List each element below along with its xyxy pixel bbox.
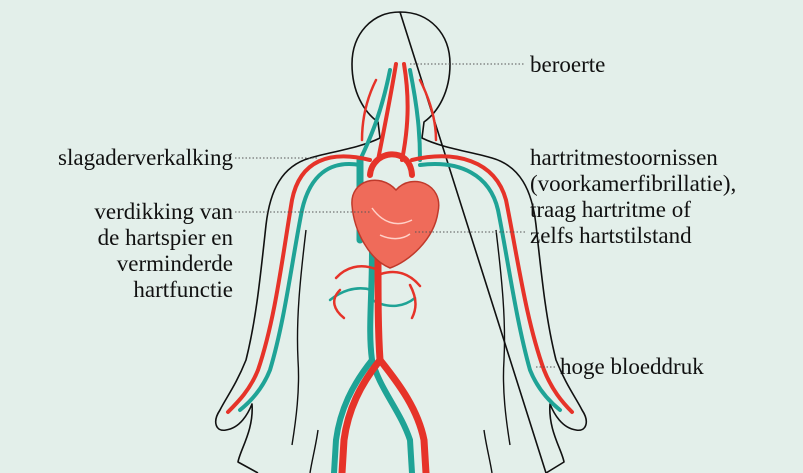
vein-neck-right xyxy=(410,70,420,160)
artery-branch-2 xyxy=(378,272,420,286)
artery-neck-right xyxy=(402,64,408,160)
aorta xyxy=(378,250,380,360)
label-stroke: beroerte xyxy=(530,52,605,78)
right-leg-line xyxy=(484,430,492,473)
label-heart-muscle: verdikking van de hartspier en verminder… xyxy=(94,199,233,303)
label-arteriosclerosis: slagaderverkalking xyxy=(58,145,233,171)
left-leg-line xyxy=(310,430,318,473)
aortic-arch xyxy=(370,154,412,175)
heart xyxy=(352,180,439,268)
label-rhythm: hartritmestoornissen (voorkamerfibrillat… xyxy=(530,145,736,249)
artery-leg-right xyxy=(380,360,426,473)
label-blood-pressure: hoge bloeddruk xyxy=(560,354,704,380)
